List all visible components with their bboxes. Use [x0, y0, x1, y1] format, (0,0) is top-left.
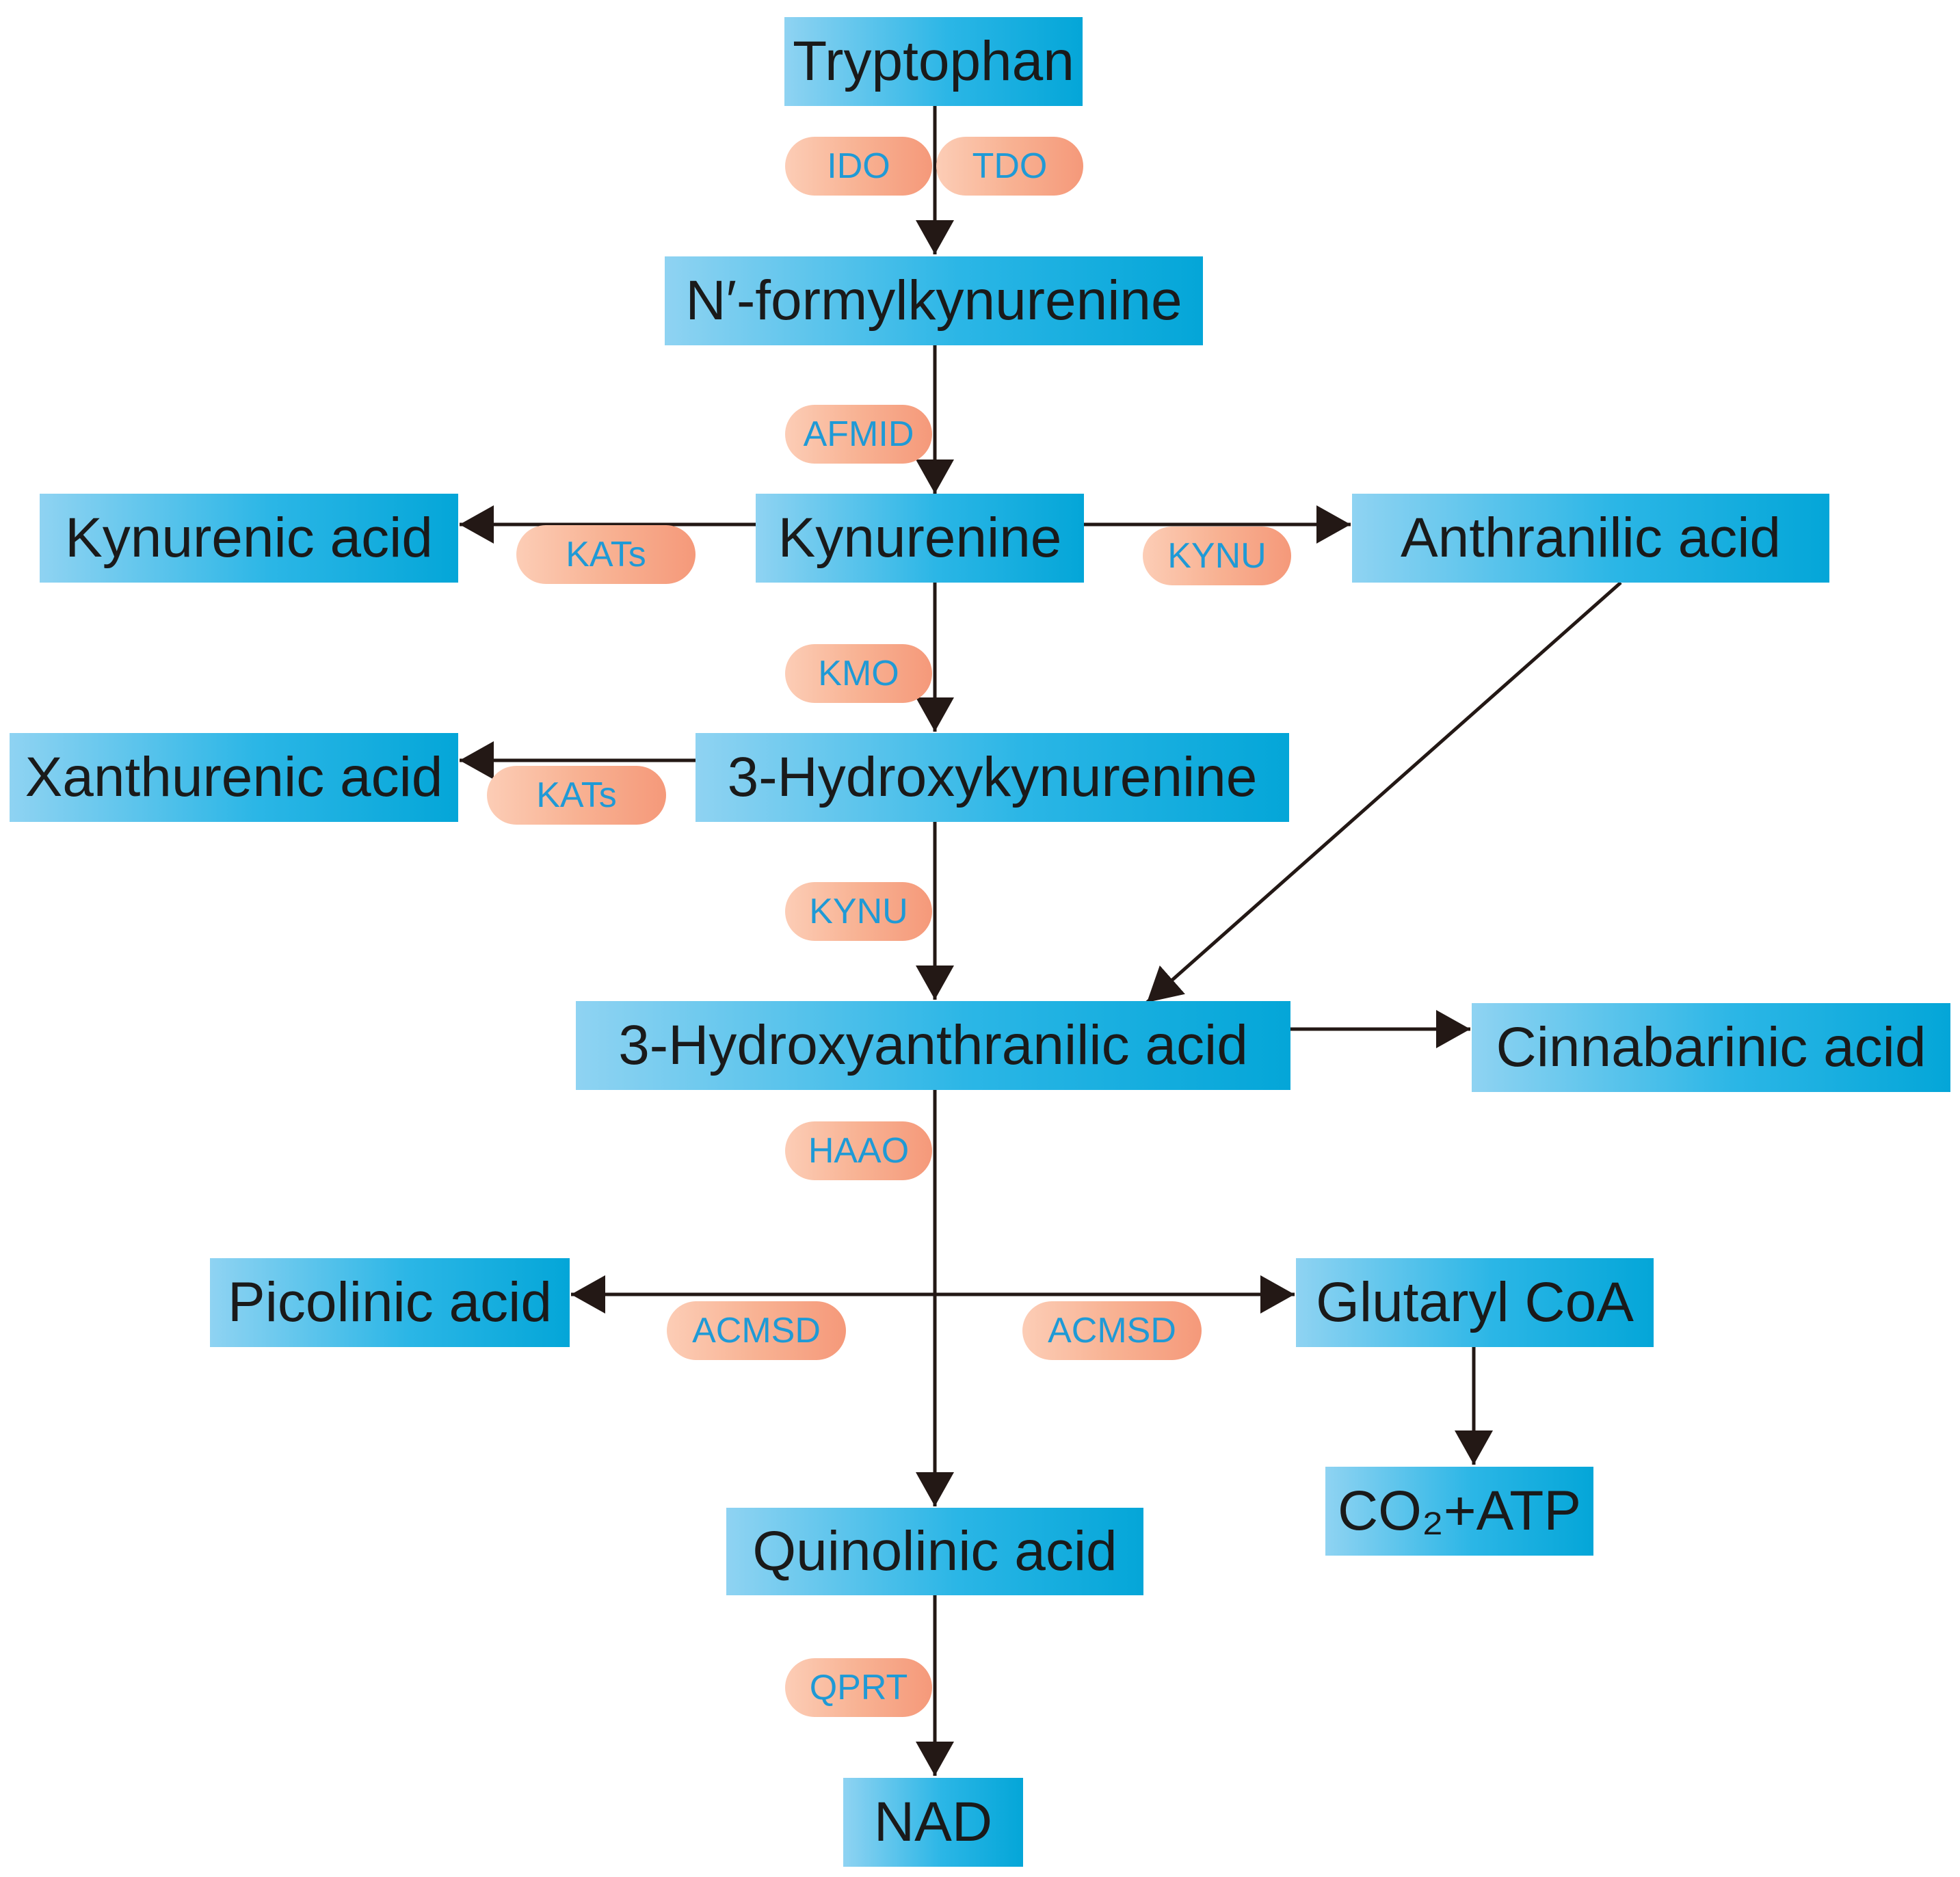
node-xanthurenic-acid: Xanthurenic acid [10, 733, 458, 822]
enzyme-ido: IDO [785, 137, 932, 196]
enzyme-haao: HAAO [785, 1121, 932, 1180]
node-kynurenine: Kynurenine [756, 494, 1084, 583]
arrow-anthranilic-acid-to-hydroxyanthranilic-acid [1145, 581, 1622, 1004]
node-picolinic-acid: Picolinic acid [210, 1258, 570, 1347]
enzyme-kynu-hydroxy: KYNU [785, 882, 932, 941]
node-tryptophan: Tryptophan [784, 17, 1083, 106]
node-n-formylkynurenine: N′-formylkynurenine [665, 256, 1203, 345]
node-3-hydroxyanthranilic-acid: 3-Hydroxyanthranilic acid [576, 1001, 1290, 1090]
enzyme-afmid: AFMID [785, 405, 932, 464]
enzyme-kats-xanthurenic: KATs [487, 766, 666, 825]
enzyme-tdo: TDO [936, 137, 1083, 196]
enzyme-kats-kynurenic: KATs [516, 525, 696, 584]
enzyme-kmo: KMO [785, 644, 932, 703]
node-anthranilic-acid: Anthranilic acid [1352, 494, 1829, 583]
node-nad: NAD [843, 1778, 1023, 1867]
node-co2-atp: CO₂+ATP [1325, 1467, 1593, 1556]
node-kynurenic-acid: Kynurenic acid [40, 494, 458, 583]
enzyme-acmsd-picolinic: ACMSD [667, 1301, 846, 1360]
node-3-hydroxykynurenine: 3-Hydroxykynurenine [696, 733, 1289, 822]
node-cinnabarinic-acid: Cinnabarinic acid [1472, 1003, 1950, 1092]
node-glutaryl-coa: Glutaryl CoA [1296, 1258, 1654, 1347]
enzyme-qprt: QPRT [785, 1658, 932, 1717]
enzyme-acmsd-glutaryl: ACMSD [1022, 1301, 1202, 1360]
node-quinolinic-acid: Quinolinic acid [726, 1508, 1143, 1595]
enzyme-kynu-anthranilic: KYNU [1143, 527, 1291, 585]
